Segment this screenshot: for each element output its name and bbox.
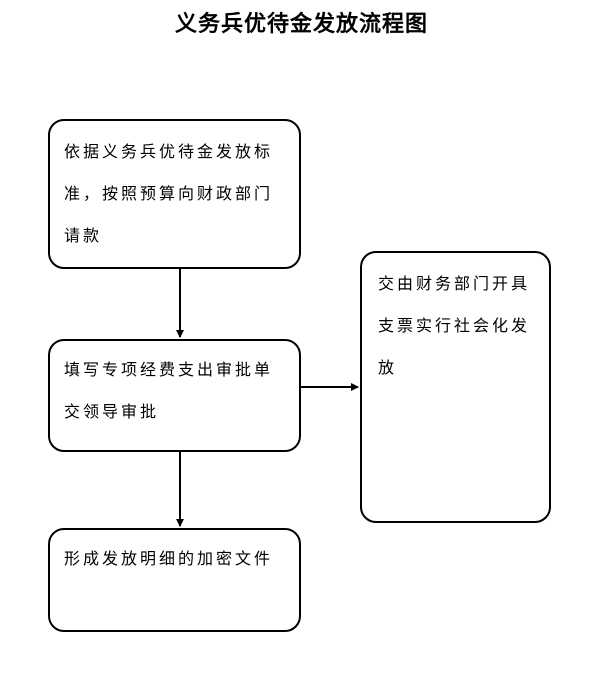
step-finance-payment-text: 交由财务部门开具支票实行社会化发放 [378, 274, 531, 377]
step-request-funds: 依据义务兵优待金发放标准，按照预算向财政部门请款 [48, 119, 301, 269]
step-approval-form-text: 填写专项经费支出审批单交领导审批 [64, 360, 274, 421]
step-finance-payment: 交由财务部门开具支票实行社会化发放 [360, 251, 551, 523]
step-encrypted-file-text: 形成发放明细的加密文件 [64, 549, 274, 568]
step-request-funds-text: 依据义务兵优待金发放标准，按照预算向财政部门请款 [64, 142, 274, 245]
step-encrypted-file: 形成发放明细的加密文件 [48, 528, 301, 632]
step-approval-form: 填写专项经费支出审批单交领导审批 [48, 339, 301, 452]
diagram-title: 义务兵优待金发放流程图 [174, 12, 428, 37]
